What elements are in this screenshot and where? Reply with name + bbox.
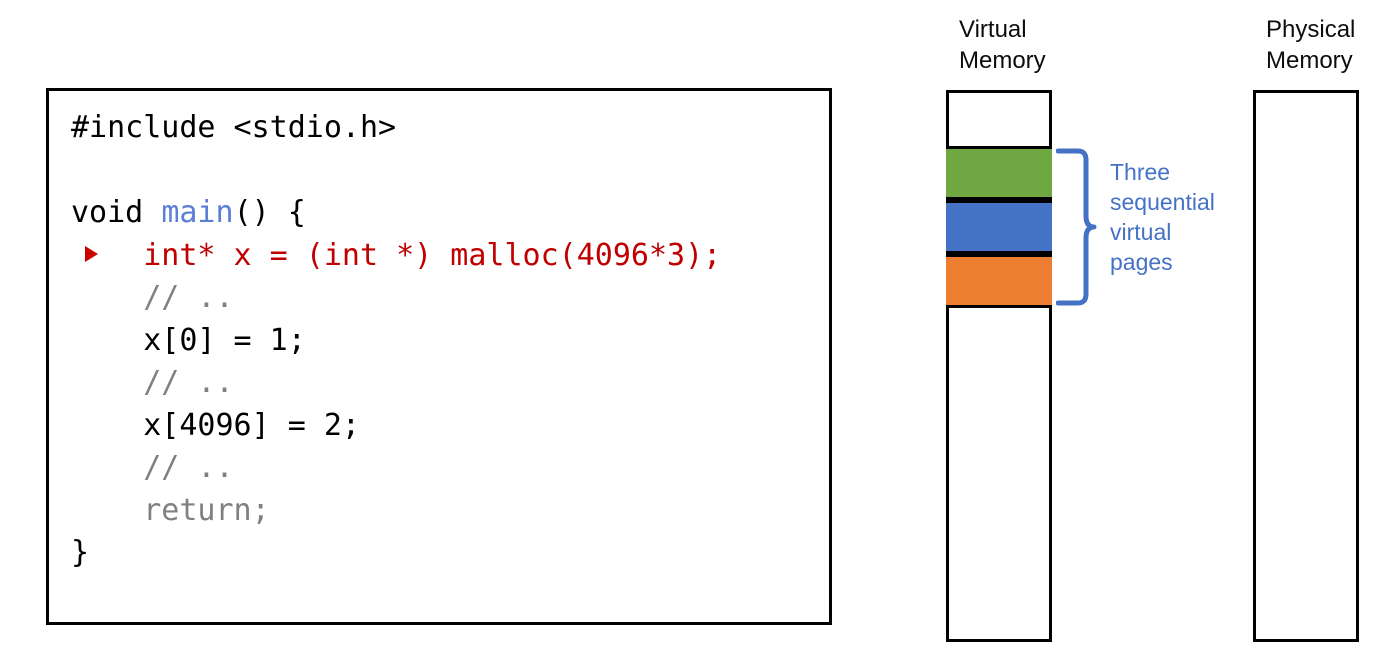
code-token-comment: // ..	[143, 280, 234, 315]
code-line-return: return;	[71, 490, 823, 533]
virtual-page-orange	[946, 254, 1052, 308]
code-token-comment: // ..	[143, 365, 234, 400]
code-line-store-1: x[4096] = 2;	[71, 405, 823, 448]
code-line-store-0: x[0] = 1;	[71, 320, 823, 363]
code-indent	[71, 280, 143, 315]
code-token-return: return;	[143, 492, 270, 528]
page-group-brace-icon	[1056, 148, 1097, 306]
code-line-comment-2: // ..	[71, 362, 823, 405]
virtual-page-green	[946, 146, 1052, 200]
code-listing: #include <stdio.h> void main() { int* x =…	[71, 107, 823, 575]
virtual-page-blue	[946, 200, 1052, 254]
code-line-close: }	[71, 532, 823, 575]
code-token-alloc: int* x = (int *) malloc(4096*3);	[143, 237, 722, 273]
code-token-func: main	[161, 195, 234, 230]
code-line-malloc: int* x = (int *) malloc(4096*3);	[71, 235, 823, 278]
code-indent	[71, 408, 143, 443]
code-line-comment-3: // ..	[71, 447, 823, 490]
virtual-memory-column	[946, 90, 1052, 642]
code-token-comment: // ..	[143, 450, 234, 485]
code-line-comment-1: // ..	[71, 277, 823, 320]
code-indent	[71, 450, 143, 485]
current-line-marker-icon	[85, 245, 98, 262]
code-indent	[71, 238, 143, 273]
code-token-plain: x[0] = 1;	[143, 322, 306, 358]
code-token-plain: void	[71, 195, 162, 230]
code-panel: #include <stdio.h> void main() { int* x =…	[46, 88, 832, 625]
virtual-memory-label: Virtual Memory	[959, 16, 1046, 74]
code-line-include: #include <stdio.h>	[71, 107, 823, 150]
code-token-plain: x[4096] = 2;	[143, 407, 360, 443]
code-line-main-sig: void main() {	[71, 192, 823, 235]
page-group-annotation: Three sequential virtual pages	[1110, 159, 1215, 275]
code-token-plain: () {	[233, 195, 306, 230]
physical-memory-column	[1253, 90, 1359, 642]
physical-memory-label: Physical Memory	[1266, 16, 1356, 74]
code-indent	[71, 365, 143, 400]
code-indent	[71, 493, 143, 528]
code-line-blank-1	[71, 150, 823, 193]
code-token-plain: #include <stdio.h>	[71, 110, 397, 145]
code-token-plain: }	[71, 535, 90, 570]
code-indent	[71, 323, 143, 358]
